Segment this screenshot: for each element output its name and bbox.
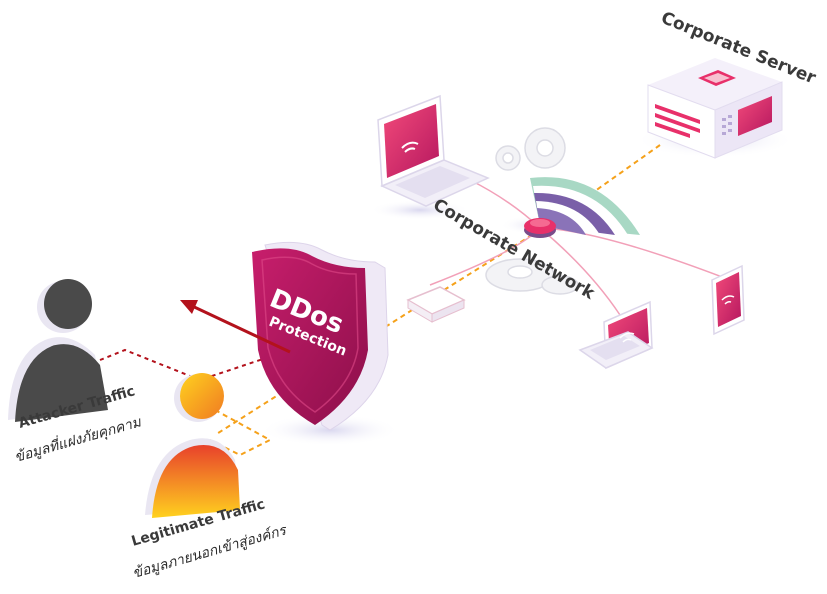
server-icon: [647, 58, 783, 159]
switch-icon: [319, 286, 466, 323]
person-icon: [8, 279, 108, 422]
connection-lines: [99, 144, 731, 457]
shield-icon: [252, 241, 389, 431]
laptop-shadow: [370, 200, 470, 220]
router-icon: [524, 218, 556, 238]
wifi-icon: [530, 177, 640, 235]
wire-attacker: [99, 348, 291, 382]
arrow-icon: [180, 300, 291, 354]
wire-router-laptop2: [539, 227, 621, 316]
tablet-icon: [711, 264, 745, 336]
laptop-icon-2: [578, 300, 654, 370]
laptop-icon: [377, 94, 490, 207]
gear-icon: [485, 127, 579, 295]
person-icon-legit: [145, 373, 240, 518]
laptop-wifi-glyph: [401, 141, 419, 153]
wire-server-router: [539, 144, 661, 231]
